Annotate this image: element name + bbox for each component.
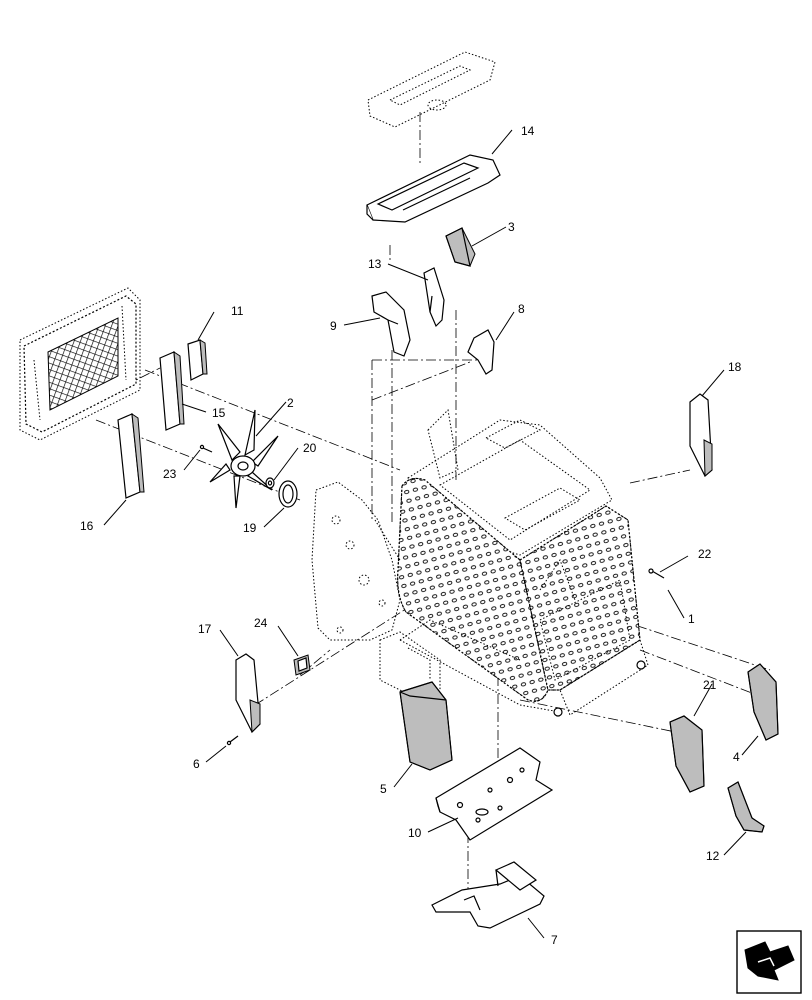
roof-panel-outline [367, 51, 496, 128]
callout-6: 6 [193, 757, 200, 771]
callout-17: 17 [198, 622, 212, 636]
part-2-fan [209, 409, 279, 509]
callout-2: 2 [287, 396, 294, 410]
part-18-panel [689, 393, 713, 478]
part-24-decal [293, 654, 311, 676]
callout-1: 1 [688, 612, 695, 626]
callout-21: 21 [703, 678, 717, 692]
part-11-block [187, 339, 208, 381]
callout-16: 16 [80, 519, 94, 533]
part-19-ring [278, 480, 298, 508]
part-7-bracket [431, 861, 545, 929]
part-22-bolt [648, 568, 665, 579]
part-15-strip [159, 351, 185, 431]
part-3-pad [445, 227, 476, 267]
callout-11: 11 [231, 304, 244, 318]
part-9-trim [371, 291, 411, 357]
part-21-pad [669, 715, 705, 793]
part-13-trim [423, 267, 445, 328]
part-23-bolt [199, 444, 213, 453]
part-16-strip [117, 412, 145, 499]
part-12-bracket [727, 781, 765, 833]
callout-9: 9 [330, 319, 337, 333]
callout-labels: 14 3 13 9 8 11 15 2 23 20 16 19 18 22 1 … [80, 124, 742, 947]
callout-13: 13 [368, 257, 382, 271]
callout-10: 10 [408, 826, 422, 840]
part-14-tray [366, 154, 501, 223]
part-20-washer [265, 477, 275, 489]
callout-23: 23 [163, 467, 177, 481]
side-plate [311, 481, 401, 641]
part-4-pad [747, 663, 779, 741]
callout-15: 15 [212, 406, 226, 420]
part-10-floor-plate [435, 747, 554, 841]
callout-14: 14 [521, 124, 535, 138]
callout-5: 5 [380, 782, 387, 796]
callout-8: 8 [518, 302, 525, 316]
callout-7: 7 [551, 933, 558, 947]
part-1-cab-frame [374, 408, 649, 717]
part-5-pad [399, 681, 453, 771]
callout-24: 24 [254, 616, 268, 630]
rear-lower-plate [379, 631, 441, 701]
part-8-trim [467, 329, 495, 375]
callout-3: 3 [508, 220, 515, 234]
leader-lines [103, 129, 759, 939]
radiator-grille [19, 287, 141, 441]
callout-20: 20 [303, 441, 317, 455]
callout-22: 22 [698, 547, 712, 561]
part-17-panel [235, 653, 261, 734]
callout-19: 19 [243, 521, 257, 535]
part-6-bolt [226, 735, 239, 746]
callout-12: 12 [706, 849, 720, 863]
callout-4: 4 [733, 750, 740, 764]
next-page-arrow-icon[interactable] [736, 930, 802, 994]
callout-18: 18 [728, 360, 742, 374]
